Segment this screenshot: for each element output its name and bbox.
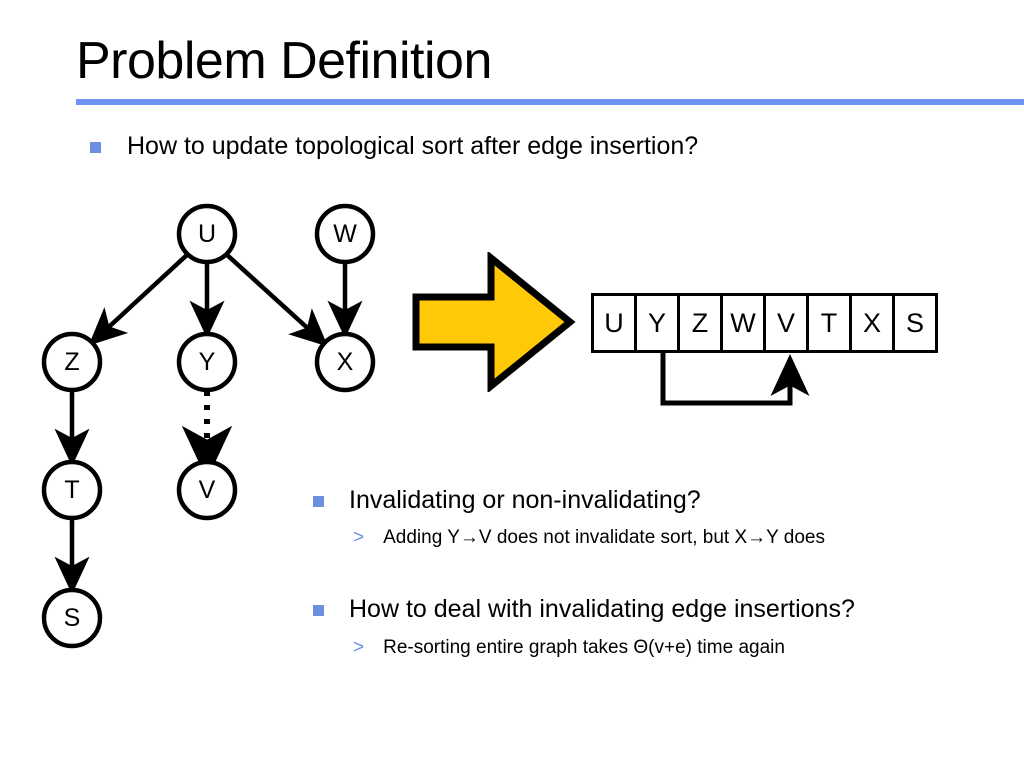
array-cell[interactable]: X [852,296,895,350]
square-bullet-icon [90,142,101,153]
bullet-dealing-label: How to deal with invalidating edge inser… [349,595,855,623]
yields-arrow-svg [412,250,576,394]
page-title: Problem Definition [76,32,492,90]
node-label-U: U [198,220,216,248]
array-cell[interactable]: Y [637,296,680,350]
node-label-W: W [333,220,357,248]
node-X: X [314,331,376,393]
array-cell[interactable]: T [809,296,852,350]
array-cell[interactable]: S [895,296,935,350]
array-cell[interactable]: V [766,296,809,350]
array-link-arrow-icon [660,353,810,406]
node-label-Z: Z [64,348,79,376]
node-T: T [41,459,103,521]
node-label-X: X [337,348,354,376]
sub-bullet-invalidating: > Adding Y→V does not invalidate sort, b… [353,527,825,549]
node-S: S [41,587,103,649]
yields-arrow-icon [408,250,578,394]
dag-diagram: U W Z Y X [0,190,420,670]
square-bullet-icon [313,496,324,507]
bullet-invalidating-label: Invalidating or non-invalidating? [349,486,701,514]
chevron-right-bullet-icon: > [353,637,365,658]
node-label-S: S [64,604,81,632]
array-cell[interactable]: Z [680,296,723,350]
bullet-dealing: How to deal with invalidating edge inser… [313,596,855,623]
node-label-T: T [64,476,79,504]
bullet-invalidating: Invalidating or non-invalidating? [313,487,701,514]
node-Z: Z [41,331,103,393]
array-cells: U Y Z W V T X S [591,293,938,353]
node-label-Y: Y [199,348,216,376]
dag-nodes: U W Z Y X [41,203,376,649]
chevron-right-bullet-icon: > [353,527,365,548]
node-label-V: V [199,476,216,504]
node-Y: Y [176,331,238,393]
title-underline-rule [76,99,1024,105]
dag-svg: U W Z Y X [41,203,376,649]
node-V: V [176,459,238,521]
array-cell[interactable]: W [723,296,766,350]
sub-bullet-dealing: > Re-sorting entire graph takes Θ(v+e) t… [353,637,785,659]
edge-U-Z [88,252,190,346]
square-bullet-icon [313,605,324,616]
sub-bullet-invalidating-label: Adding Y→V does not invalidate sort, but… [383,527,825,548]
bullet-main-label: How to update topological sort after edg… [127,132,699,160]
edge-U-X [224,252,328,347]
sub-bullet-dealing-label: Re-sorting entire graph takes Θ(v+e) tim… [383,637,785,658]
bullet-main: How to update topological sort after edg… [90,133,698,160]
node-W: W [314,203,376,265]
node-U: U [176,203,238,265]
array-cell[interactable]: U [594,296,637,350]
topological-order-array: U Y Z W V T X S [591,293,951,413]
